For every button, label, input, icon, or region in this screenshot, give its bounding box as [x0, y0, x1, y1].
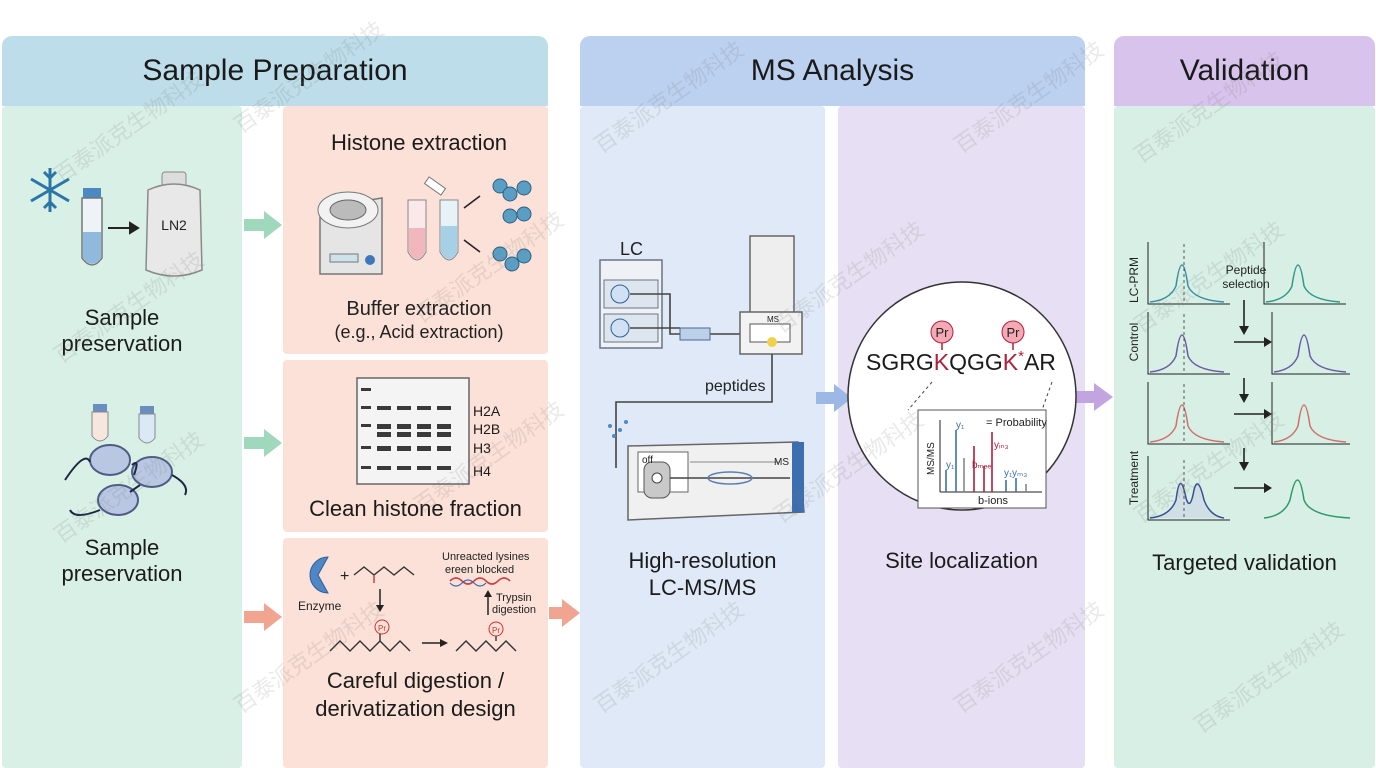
- chromatogram-row-2: [1147, 312, 1350, 375]
- spray-icon: [767, 337, 777, 347]
- unreacted-lysines-label: Unreacted lysines: [442, 551, 530, 563]
- ion-label: bₘₑₑ: [972, 460, 992, 471]
- lcms-column: [580, 106, 825, 768]
- sample-preservation-label-1: Sample preservation: [61, 305, 183, 356]
- peptide-selection-label-2: selection: [1222, 277, 1269, 291]
- peptide-sequence: SGRGKQGGK*AR: [866, 348, 1056, 375]
- lcms-illustration: LC MS peptides off MS: [599, 235, 805, 521]
- arrow-icon: [463, 195, 481, 253]
- freeze-illustration: LN2: [30, 168, 203, 277]
- arrow-to-gel: [244, 429, 282, 457]
- ms-instrument-label: MS: [774, 457, 789, 468]
- arrow-to-lcms: [549, 599, 580, 627]
- band-label-h2a: H2A: [473, 403, 501, 419]
- peptide-selection-label-1: Peptide: [1226, 263, 1267, 277]
- lc-label: LC: [620, 239, 643, 259]
- site-localization-illustration: Pr Pr SGRGKQGGK*AR MS/MS = Probability y…: [847, 281, 1077, 511]
- ion-label: y₁: [956, 420, 965, 431]
- off-label: off: [642, 455, 653, 466]
- peptide-chain: [455, 640, 517, 652]
- enzyme-label: Enzyme: [298, 599, 342, 613]
- validation-header: Validation: [1114, 36, 1375, 106]
- sample-preparation-header: Sample Preparation: [2, 36, 548, 106]
- band-label-h3: H3: [473, 440, 491, 456]
- chromatogram-row-4: [1147, 456, 1351, 521]
- arrow-to-histone: [244, 211, 282, 239]
- unreacted-lysines-label-2: ereen blocked: [445, 564, 514, 576]
- plus-sign: +: [340, 568, 349, 585]
- pr-label-1: Pr: [936, 325, 950, 340]
- ion-label: y₁: [1004, 468, 1013, 479]
- tube-blue-icon: [423, 176, 459, 261]
- tube-icon: [91, 404, 109, 442]
- ion-label: yₘ₃: [1012, 468, 1027, 479]
- arrow-to-validation: [1076, 383, 1113, 411]
- pr-label-2: Pr: [1007, 325, 1021, 340]
- row-label-control: Control: [1127, 323, 1141, 362]
- centrifuge-icon: [317, 191, 383, 275]
- pr-mark: Pr: [492, 626, 500, 635]
- row-label-treatment: Treatment: [1127, 450, 1141, 505]
- extraction-illustration: [317, 176, 532, 275]
- tube-icon: [138, 406, 156, 444]
- ion-label: yᵢₙ₃: [994, 440, 1009, 451]
- trypsin-label: Trypsin: [496, 592, 532, 604]
- sample-tube-icon: [81, 188, 103, 266]
- histone-protein-icon: [492, 178, 532, 272]
- anhydride-structure: [353, 566, 415, 576]
- peptides-label: peptides: [705, 378, 766, 395]
- digestion-box: [283, 538, 548, 768]
- arrow-to-digestion: [244, 603, 282, 631]
- msms-axis-label: MS/MS: [926, 442, 937, 475]
- validation-illustration: LC-PRM Control Treatment Peptide selecti…: [1127, 242, 1351, 521]
- clean-histone-fraction-caption: Clean histone fraction: [309, 496, 522, 521]
- arrow-to-site: [816, 384, 852, 412]
- row-label-lcprm: LC-PRM: [1127, 257, 1141, 303]
- careful-digestion-caption-1: Careful digestion /: [326, 668, 505, 693]
- arrow-icon: [108, 221, 140, 235]
- high-resolution-caption-1: High-resolution: [628, 548, 777, 573]
- histone-extraction-title: Histone extraction: [330, 130, 508, 155]
- digestion-illustration: Enzyme + Unreacted lysines ereen blocked…: [298, 551, 536, 652]
- peptide-wave: [449, 577, 511, 585]
- lc-column-icon: [679, 327, 711, 341]
- enzyme-icon: [309, 556, 329, 594]
- validation-column: [1114, 106, 1375, 768]
- chromatogram-row-1: [1147, 242, 1346, 305]
- gel-image: [356, 377, 470, 485]
- ms-small-label: MS: [767, 315, 779, 324]
- ion-label: y₁: [946, 460, 955, 471]
- snowflake-icon: [30, 168, 70, 212]
- targeted-validation-caption: Targeted validation: [1152, 550, 1337, 575]
- lc-pump-icon: [599, 259, 663, 349]
- nucleosome-illustration: [64, 404, 188, 516]
- probability-label: = Probability: [986, 417, 1047, 429]
- digestion-label: digestion: [492, 604, 536, 616]
- pr-mark: Pr: [378, 624, 386, 633]
- orbitrap-instrument-icon: [627, 441, 805, 521]
- spray-droplets-icon: [608, 420, 628, 438]
- chromatogram-row-3: [1147, 382, 1350, 445]
- buffer-extraction-caption: Buffer extraction: [346, 298, 492, 320]
- ms-analysis-header: MS Analysis: [580, 36, 1085, 106]
- acid-extraction-caption: (e.g., Acid extraction): [334, 322, 504, 342]
- gel-illustration: H2A H2B H3 H4: [356, 377, 501, 485]
- careful-digestion-caption-2: derivatization design: [315, 696, 516, 721]
- b-ions-axis-label: b-ions: [978, 495, 1008, 507]
- band-label-h4: H4: [473, 463, 491, 479]
- sample-column: [2, 106, 242, 768]
- band-label-h2b: H2B: [473, 421, 500, 437]
- nucleosome-icon: [89, 444, 173, 516]
- ln2-dewar-icon: [145, 171, 203, 277]
- ms-instrument-icon: [739, 235, 803, 355]
- sample-preservation-label-2: Sample preservation: [61, 535, 183, 586]
- site-localization-caption: Site localization: [885, 548, 1038, 573]
- high-resolution-caption-2: LC-MS/MS: [648, 575, 757, 600]
- ln2-label: LN2: [161, 217, 187, 233]
- tube-pink-icon: [407, 199, 427, 261]
- peptide-chain: [329, 640, 411, 652]
